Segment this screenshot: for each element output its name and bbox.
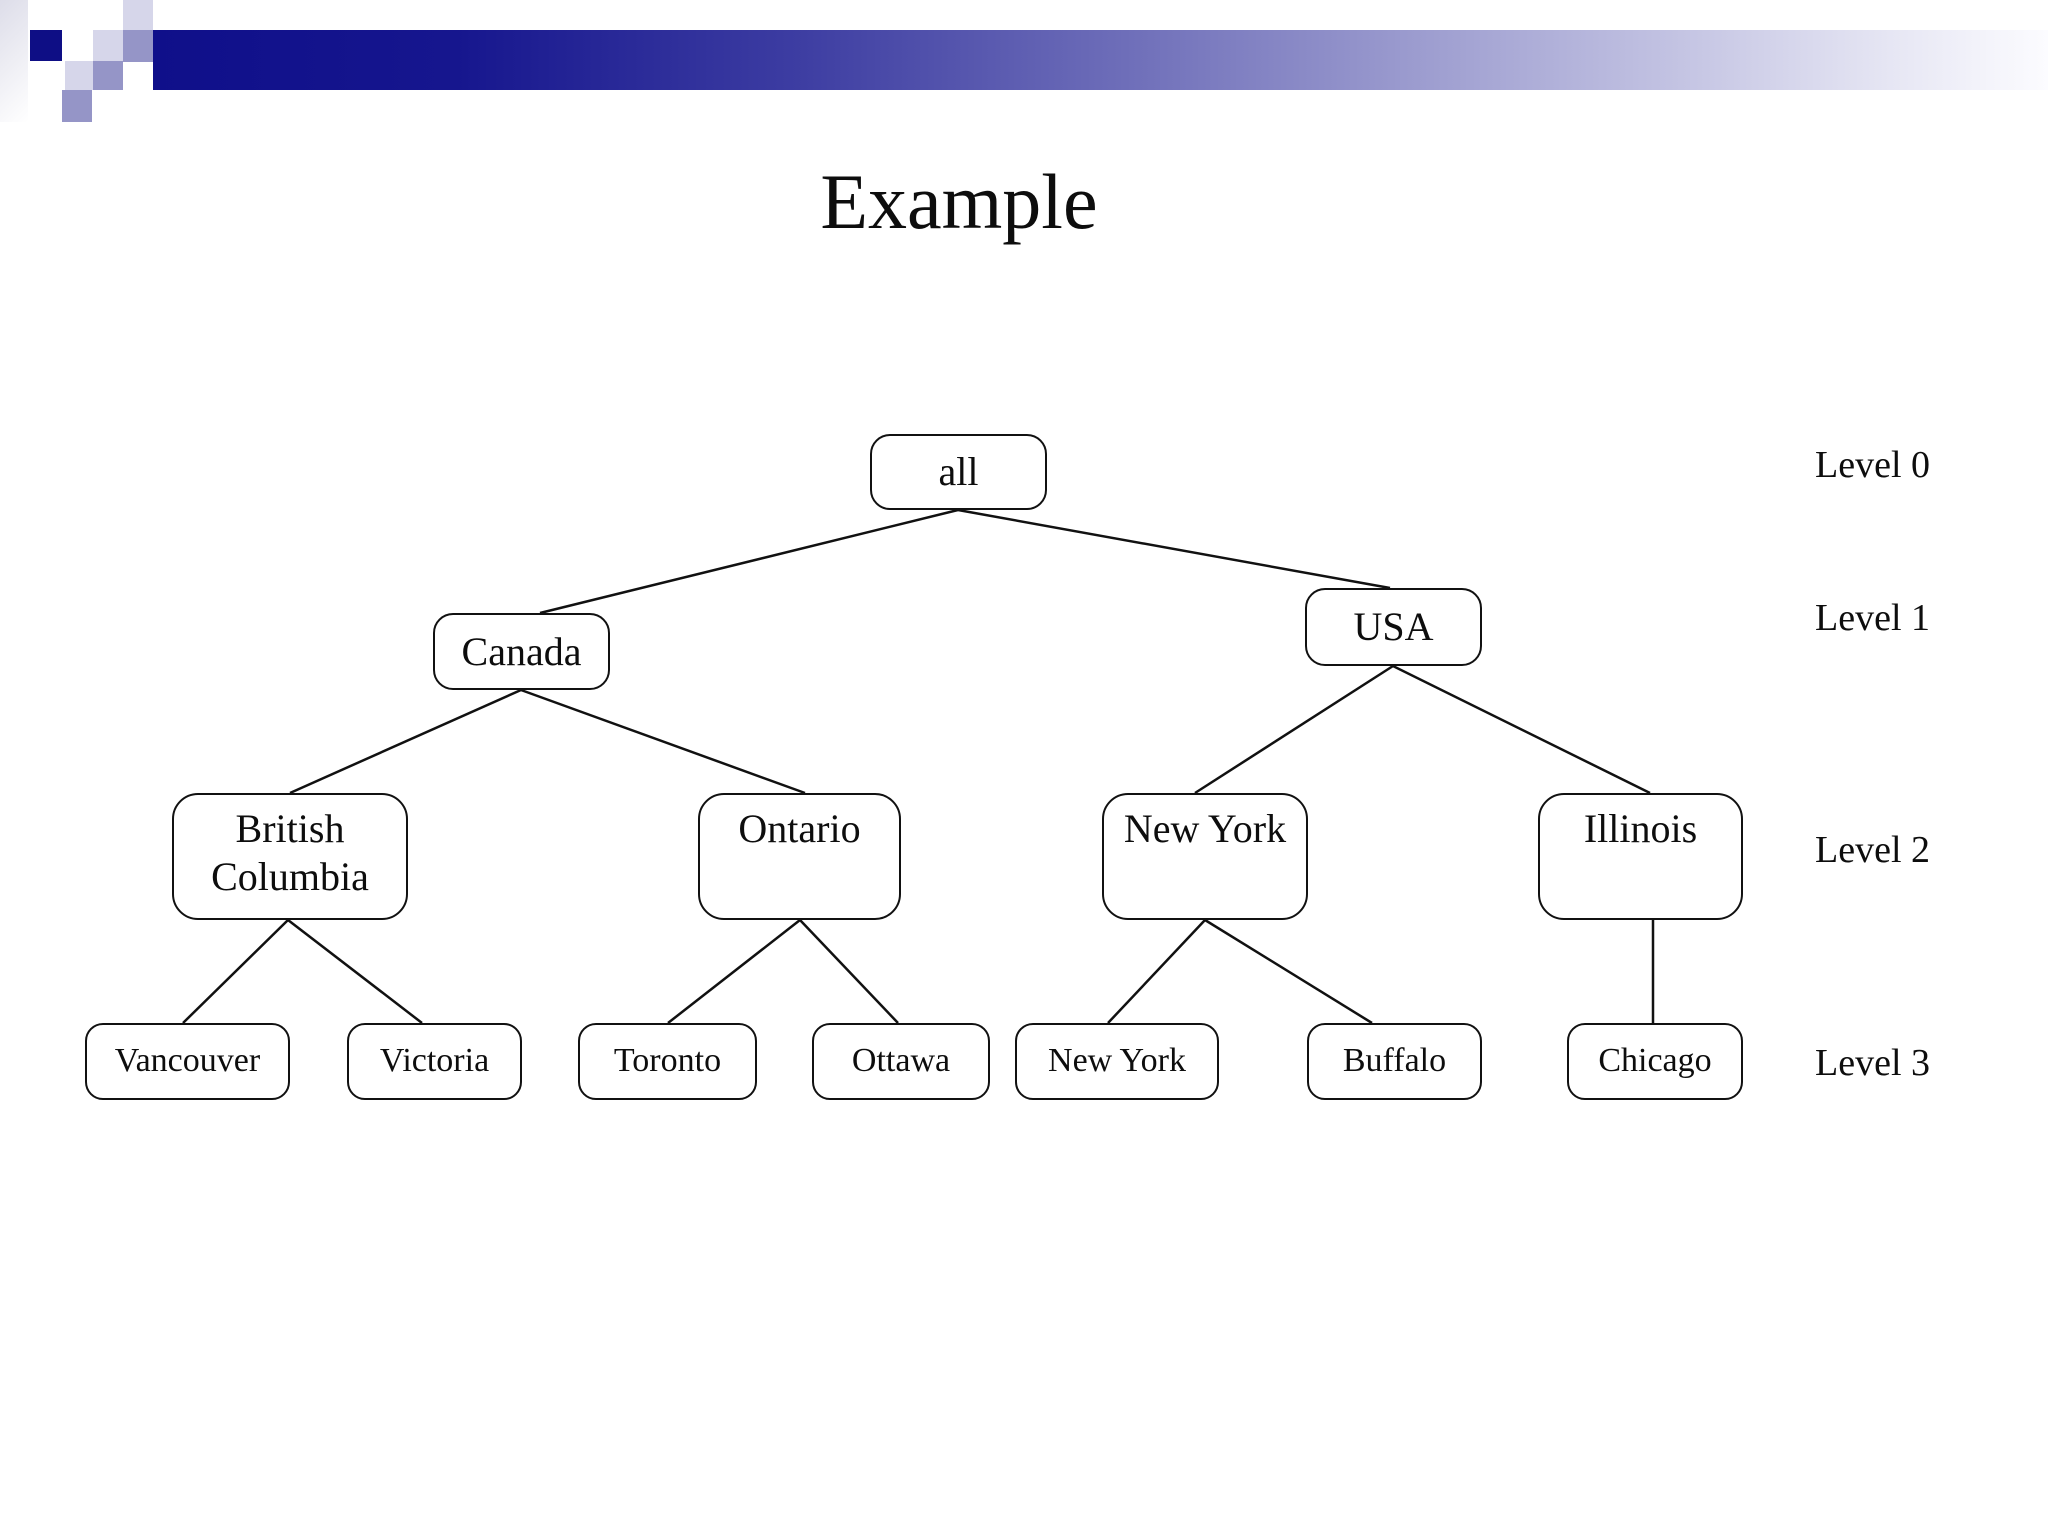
level-label-2: Level 2 (1815, 829, 1931, 871)
level-label-1: Level 1 (1815, 597, 1931, 639)
edge-ontario-toronto (667, 919, 801, 1024)
mosaic-square (30, 30, 62, 61)
edge-ontario-ottawa (799, 919, 899, 1024)
mosaic-square (62, 90, 92, 122)
slide-title: Example (820, 158, 1098, 245)
edge-bc-victoria (287, 919, 423, 1024)
edge-newyork-nycity (1107, 919, 1206, 1024)
tree-node-victoria: Victoria (347, 1023, 522, 1100)
edge-usa-illinois (1392, 664, 1651, 795)
mosaic-square (123, 0, 153, 30)
tree-node-illinois: Illinois (1538, 793, 1743, 920)
tree-node-ottawa: Ottawa (812, 1023, 990, 1100)
edge-bc-vancouver (182, 919, 289, 1024)
edge-usa-newyork (1194, 664, 1394, 795)
tree-node-chicago: Chicago (1567, 1023, 1743, 1100)
header-left-strip (0, 0, 28, 122)
mosaic-square (65, 61, 93, 90)
tree-node-vancouver: Vancouver (85, 1023, 290, 1100)
edge-canada-bc (289, 688, 522, 795)
tree-node-new-york-city: New York (1015, 1023, 1219, 1100)
tree-node-ontario: Ontario (698, 793, 901, 920)
tree-node-british-columbia: British Columbia (172, 793, 408, 920)
edge-canada-ontario (520, 688, 806, 795)
level-label-3: Level 3 (1815, 1042, 1931, 1084)
level-label-0: Level 0 (1815, 444, 1931, 486)
tree-node-new-york-state: New York (1102, 793, 1308, 920)
mosaic-square (123, 30, 153, 62)
tree-node-canada: Canada (433, 613, 610, 690)
tree-node-toronto: Toronto (578, 1023, 757, 1100)
edge-all-usa (957, 508, 1391, 590)
mosaic-square (93, 61, 123, 90)
tree-node-usa: USA (1305, 588, 1482, 666)
header-gradient-bar (153, 30, 2048, 90)
edge-all-canada (539, 508, 959, 615)
tree-node-buffalo: Buffalo (1307, 1023, 1482, 1100)
edge-newyork-buffalo (1204, 918, 1373, 1025)
mosaic-square (93, 30, 123, 61)
tree-node-all: all (870, 434, 1047, 510)
